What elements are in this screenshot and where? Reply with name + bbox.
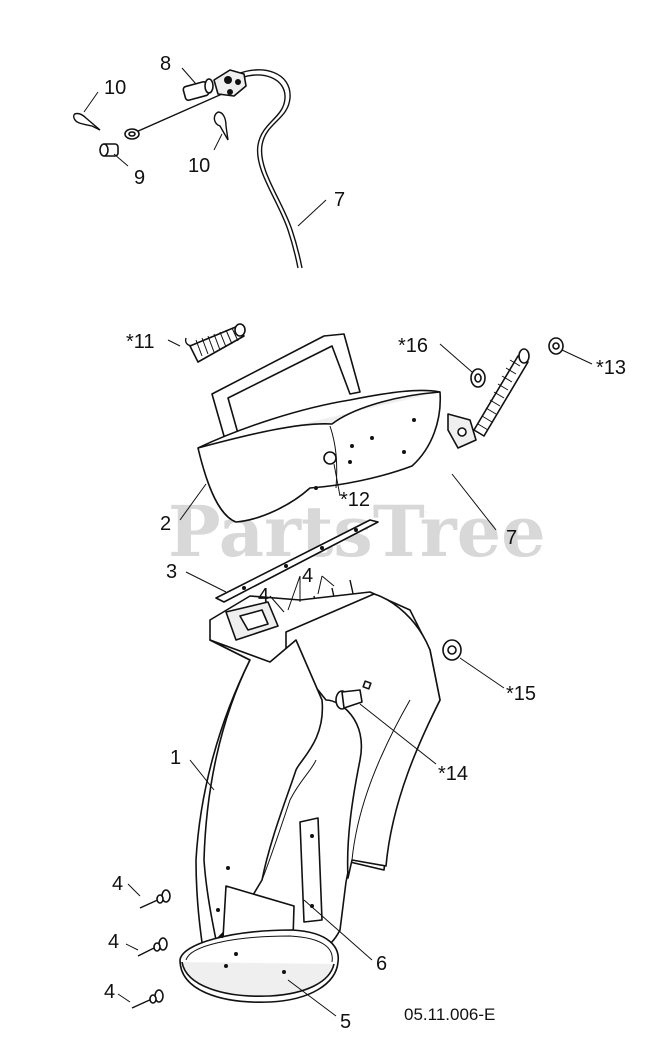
callout-12: *12 [340,489,370,511]
cable-end-rod [124,93,223,140]
callout-9: 9 [134,167,145,189]
nut-13 [548,337,564,355]
callout-13: *13 [596,357,626,379]
callout-10b: 10 [188,155,210,177]
callout-4e: 4 [104,981,115,1003]
washer-16 [470,368,486,388]
callout-2: 2 [160,513,171,535]
rivet-4-lower-3 [131,989,164,1009]
rivet-4-lower-2 [137,937,168,957]
leader-lines [83,67,593,1017]
lock-nut-15 [442,639,462,661]
discharge-chute-1 [179,591,441,1003]
chute-tilt-rod-7 [424,348,530,513]
callout-6: 6 [376,953,387,975]
callout-4b: 4 [258,585,269,607]
carriage-bolt-14 [335,689,363,710]
chute-control-cable [237,69,303,269]
callout-11: *11 [126,331,155,353]
callout-4a: 4 [302,565,313,587]
hairpin-clip-10b [213,111,229,141]
rivet-4-lower-1 [139,889,171,909]
chute-strip-3 [215,519,379,603]
drawing-reference-code: 05.11.006-E [404,1005,495,1024]
callout-15: *15 [506,683,536,705]
spring-11 [184,323,246,363]
callout-3: 3 [166,561,177,583]
callout-7b: 7 [506,527,517,549]
ferrule-9 [99,143,119,157]
hairpin-clip-10a [73,112,101,131]
cable-bracket-bushing-8 [182,69,247,101]
callout-4c: 4 [112,873,123,895]
callout-5: 5 [340,1011,351,1033]
callout-7a: 7 [334,189,345,211]
callout-16: *16 [398,335,428,357]
callout-10a: 10 [104,77,126,99]
callout-14: *14 [438,763,468,785]
callout-8: 8 [160,53,171,75]
chute-deflector-2 [197,333,442,523]
callout-4d: 4 [108,931,119,953]
callout-1: 1 [170,747,181,769]
callout-labels: 8 10 9 10 7 *11 *16 *13 *12 7 2 3 4 4 *1… [104,53,626,1033]
